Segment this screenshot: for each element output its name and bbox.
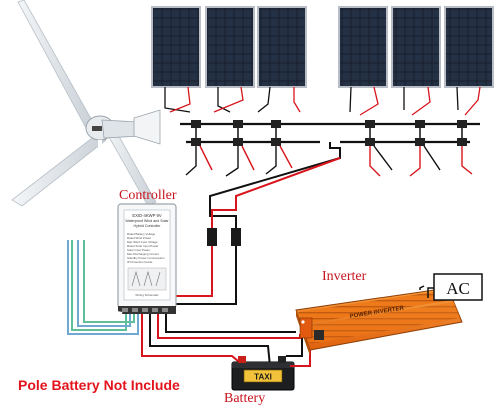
wind-turbine <box>11 0 161 207</box>
turbine-blade-1 <box>17 0 95 129</box>
controller-spec-7: Standby Power Consumption <box>127 256 165 260</box>
controller-spec-6: Max Discharging Current <box>127 252 159 256</box>
panel-leads <box>164 86 481 116</box>
controller-spec-8: IP Protection Grade <box>127 260 153 264</box>
battery-wires <box>141 314 301 367</box>
solar-panel-3 <box>257 6 307 88</box>
battery-label: Battery <box>224 391 265 406</box>
turbine-blade-2 <box>11 131 107 207</box>
controller-header-1: EXID-4KWP 9V <box>132 213 161 218</box>
inverter-label: Inverter <box>322 269 367 284</box>
controller-spec-4: Rated Solar Input Power <box>127 244 159 248</box>
turbine-cables <box>67 140 139 335</box>
ac-output-box <box>433 273 483 301</box>
inverter-unit <box>295 287 463 356</box>
solar-panel-4 <box>338 6 388 88</box>
solar-panel-array <box>151 6 494 88</box>
battery-unit <box>231 356 295 391</box>
branch-connectors-left <box>180 120 330 177</box>
battery-terminal-positive <box>238 356 246 363</box>
ac-label: AC <box>446 279 470 298</box>
controller-spec-5: Solar Input Power <box>127 248 150 252</box>
solar-panel-6 <box>444 6 494 88</box>
controller-header-2: Waterproof Wind and Solar <box>125 219 169 223</box>
solar-panel-1 <box>151 6 201 88</box>
controller-spec-1: Rated Battery Voltage <box>127 232 156 236</box>
controller-footer: Wiring Schematic <box>135 293 159 297</box>
controller-unit <box>117 203 177 314</box>
battery-terminal-negative <box>278 356 286 363</box>
solar-panel-5 <box>391 6 441 88</box>
controller-spec-3: Max Wind Input Voltage <box>127 240 158 244</box>
solar-panel-2 <box>205 6 255 88</box>
controller-header-3: Hybrid Controller <box>134 224 162 228</box>
pole-battery-note: Pole Battery Not Include <box>18 377 180 393</box>
controller-label: Controller <box>119 188 177 203</box>
dc-feed-wires <box>160 142 341 305</box>
turbine-tail <box>133 109 161 145</box>
branch-connectors-right <box>330 120 480 177</box>
battery-brand: TAXI <box>254 373 272 382</box>
controller-spec-2: Rated Wind Power <box>127 236 151 240</box>
